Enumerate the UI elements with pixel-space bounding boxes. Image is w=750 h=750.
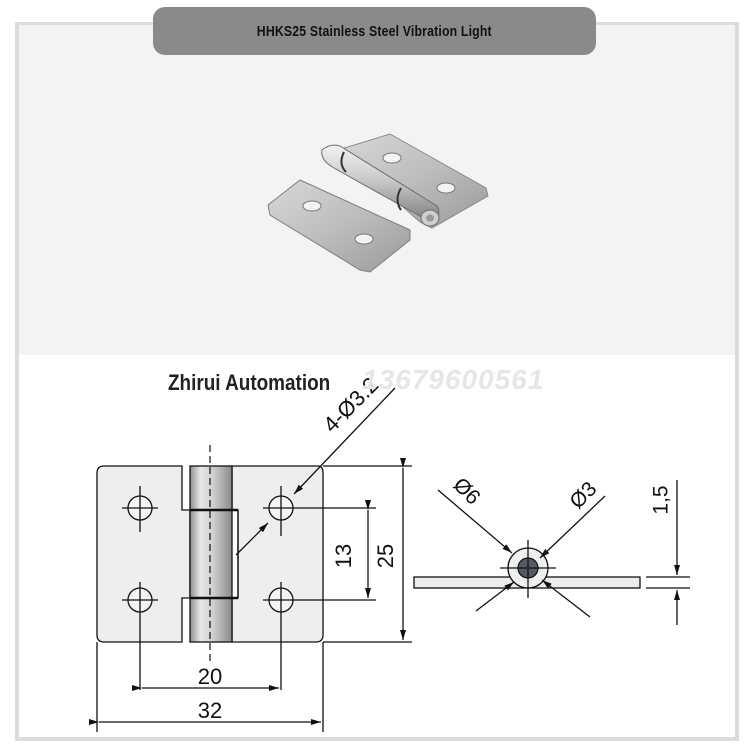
side-view-drawing	[413, 480, 690, 625]
dim-thickness: 1,5	[650, 485, 673, 514]
hinge-photo	[267, 133, 489, 273]
phone-watermark: 13679600561	[362, 364, 545, 395]
front-view-drawing	[89, 387, 412, 732]
dim-32: 32	[198, 698, 222, 723]
title-banner: HHKS25 Stainless Steel Vibration Light	[153, 7, 596, 55]
side-view-labels: Ø6 Ø3 1,5	[449, 473, 673, 514]
mounting-holes	[122, 486, 376, 690]
product-title: HHKS25 Stainless Steel Vibration Light	[257, 22, 492, 40]
dim-13: 13	[331, 544, 356, 568]
dim-25: 25	[373, 544, 398, 568]
dim-20: 20	[198, 664, 222, 689]
brand-label: Zhirui Automation	[168, 370, 331, 395]
dim-pin-diameter: Ø3	[565, 477, 601, 513]
